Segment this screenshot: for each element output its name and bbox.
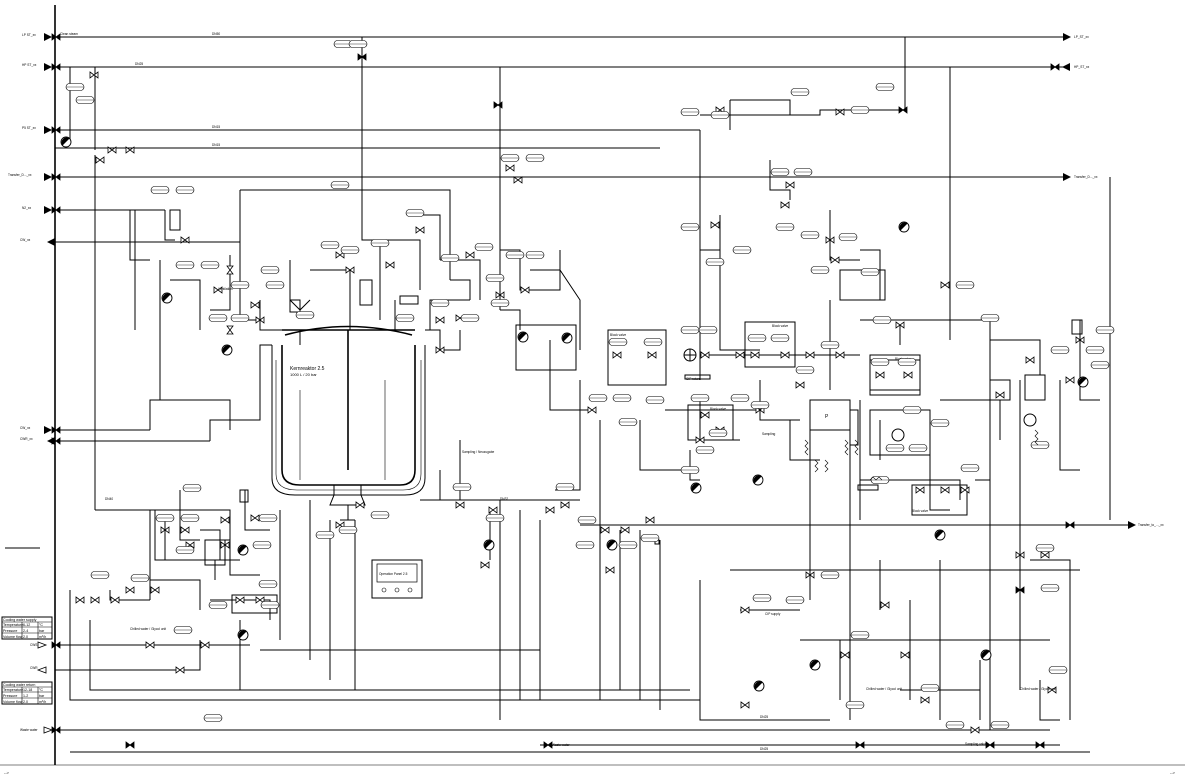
svg-text:Sampling / Neuzugabe: Sampling / Neuzugabe [462, 450, 494, 454]
svg-text:Block valve: Block valve [610, 333, 626, 337]
line-tags: DN50 DN25 DN15 DN15 DN40 DN32 DN25 DN25 [105, 32, 768, 751]
reactor-title: Kernreaktor 2.5 [290, 366, 325, 372]
valves [51, 33, 1085, 749]
svg-text:Chilled water / Glycol unit: Chilled water / Glycol unit [866, 687, 902, 691]
reactor-vessel: Kernreaktor 2.5 1000 L / 20 bar [271, 325, 426, 521]
svg-text:bar: bar [39, 629, 45, 633]
svg-text:Chilled water / Glycol unit: Chilled water / Glycol unit [1020, 687, 1056, 691]
svg-text:m³/h: m³/h [39, 700, 46, 704]
svg-text:DN50: DN50 [212, 32, 220, 36]
instrument-bubbles [65, 40, 1115, 729]
stream-label-waste: Waste water [20, 728, 39, 732]
cooling-return-table: Cooling water return Temperature 12-18 °… [1, 681, 53, 705]
svg-text:Volume flow: Volume flow [3, 635, 23, 639]
svg-text:DN40: DN40 [105, 497, 113, 501]
stream-label-cw1: CW_xx [20, 238, 31, 242]
svg-text:Temperature: Temperature [3, 688, 23, 692]
svg-text:bar: bar [39, 694, 45, 698]
stream-label-cwr2: CWR [30, 666, 38, 670]
stream-label-p5: P5 ST_xx [22, 126, 36, 130]
stream-label-n2: N2_xx [22, 206, 31, 210]
svg-text:Ventilation: Ventilation [218, 287, 233, 291]
svg-text:Block valve: Block valve [710, 407, 726, 411]
stream-label-right-transfer: Transfer_D..._xx [1074, 175, 1098, 179]
annotation-labels: Ventilation Sampling / Neuzugabe Samplin… [130, 287, 1056, 747]
svg-text:Volume flow: Volume flow [3, 700, 23, 704]
svg-text:2-4: 2-4 [23, 629, 28, 633]
left-stream-labels: LP ST_xx HP ST_xx P5 ST_xx Transfer_D...… [8, 32, 78, 732]
cooling-supply-title: Cooling water supply [3, 618, 37, 622]
stream-label-cws: CWS [30, 643, 37, 647]
process-piping-lower-left [69, 440, 700, 720]
cooling-supply-table: Cooling water supply Temperature 6-12 °C… [1, 616, 53, 640]
equipment: P CIP return [169, 209, 1083, 566]
svg-text:DN32: DN32 [500, 497, 508, 501]
footer-left: --> [4, 770, 10, 775]
svg-text:DN15: DN15 [212, 125, 220, 129]
svg-text:6-12: 6-12 [23, 623, 30, 627]
svg-text:CIP supply: CIP supply [765, 612, 781, 616]
svg-text:2.0: 2.0 [23, 700, 28, 704]
right-stream-arrows: LP_ST_xx HP_ST_xx Transfer_D..._xx Trans… [1062, 33, 1164, 529]
svg-text:m³/h: m³/h [39, 635, 46, 639]
svg-text:°C: °C [39, 688, 43, 692]
svg-text:Sampling valve: Sampling valve [965, 742, 987, 746]
stream-label-hp: HP ST_xx [22, 63, 37, 67]
control-panel[interactable]: Operation Panel 2.5 [371, 559, 423, 599]
svg-text:12-18: 12-18 [23, 688, 32, 692]
stream-label-cw2: CW_xx [20, 426, 31, 430]
reactor-subtitle: 1000 L / 20 bar [290, 372, 317, 377]
svg-text:DN25: DN25 [760, 715, 768, 719]
header-drops [69, 37, 1111, 730]
svg-text:Sampling: Sampling [762, 432, 776, 436]
control-panel-label: Operation Panel 2.5 [379, 572, 408, 576]
svg-text:CIP return: CIP return [686, 377, 701, 381]
svg-text:Temperature: Temperature [3, 623, 23, 627]
svg-text:Block valve: Block valve [772, 324, 788, 328]
top-streams [55, 36, 1090, 753]
cooling-return-title: Cooling water return [3, 683, 35, 687]
stream-label-right-transfer2: Transfer_to_..._xx [1138, 523, 1164, 527]
coils [804, 429, 1039, 481]
stream-label-lp: LP ST_xx [22, 33, 36, 37]
svg-text:DN25: DN25 [135, 62, 143, 66]
svg-text:Pressure: Pressure [3, 694, 17, 698]
svg-text:1-2: 1-2 [23, 694, 28, 698]
footer-right: --> [1170, 770, 1176, 775]
block-valve-boxes: Block valve Block valve Block valve Bloc… [154, 269, 968, 614]
svg-text:Waste water: Waste water [552, 743, 571, 747]
stream-label-right-hp: HP_ST_xx [1074, 65, 1090, 69]
svg-text:Pressure: Pressure [3, 629, 17, 633]
svg-text:DN25: DN25 [760, 747, 768, 751]
svg-text:Chilled water / Glycol unit: Chilled water / Glycol unit [130, 627, 166, 631]
svg-text:P: P [825, 414, 829, 420]
svg-text:°C: °C [39, 623, 43, 627]
stream-label-right-lp: LP_ST_xx [1074, 35, 1089, 39]
svg-text:2.0: 2.0 [23, 635, 28, 639]
svg-text:DN15: DN15 [212, 143, 220, 147]
stream-label-cwr: CWR_xx [20, 437, 33, 441]
left-stream-arrows [36, 33, 55, 734]
svg-text:Block valve: Block valve [912, 509, 928, 513]
clean-steam-label: Clean steam [60, 32, 78, 36]
process-piping-right [599, 99, 1100, 721]
stream-label-transfer: Transfer_D..._xx [8, 173, 32, 177]
